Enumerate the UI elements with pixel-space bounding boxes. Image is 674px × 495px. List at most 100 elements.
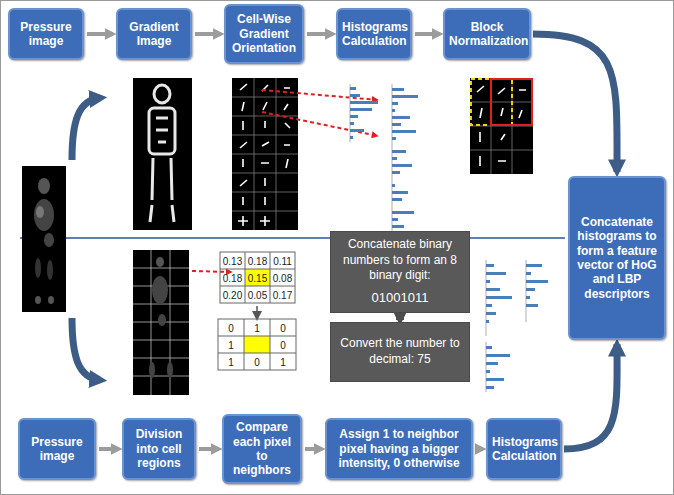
pressure-image [35,296,41,304]
histogram [486,386,494,389]
box-content: Compare each pixel to neighbors [224,417,300,481]
binary-table [218,319,296,370]
pressure-image [22,166,66,312]
box-text: Block Normalization [449,20,525,49]
intensity-table [220,252,295,303]
box-content: Gradient Image [118,17,190,52]
flow-arrow [476,447,483,451]
flow-arrow [195,32,221,36]
flow-arrow [199,447,219,451]
histogram [392,109,395,112]
box-content: Histograms Calculation [338,17,410,52]
histogram [486,378,504,381]
cell-regions-image [133,250,189,395]
process-box: Pressure image [18,418,96,480]
box-text: Histograms Calculation [492,435,556,464]
histogram [486,280,490,283]
table-cell-value: 0.05 [248,289,267,300]
step-note-box: Concatenate binary numbers to form an 8 … [330,231,470,313]
cell-orientation-grid [232,97,298,211]
flow-arrow [415,32,440,36]
cell-orientation-grid [238,216,270,226]
process-box: Pressure image [8,8,84,60]
block-normalization-grid [470,78,533,174]
cell-regions-image [149,362,155,378]
table-cell-value: 1 [254,322,260,333]
block-normalization-grid [470,78,533,174]
table-cell-value: 0.18 [248,255,267,266]
pressure-image [44,233,54,247]
histogram [486,264,494,267]
box-text: 01001011 [335,290,465,307]
box-content: Concatenate histograms to form a feature… [570,212,664,304]
leader-arrow [262,90,378,100]
histogram [392,123,401,126]
histogram [392,137,396,140]
cell-regions-image [133,250,189,395]
table-cell-value: 0.11 [273,255,292,266]
flow-arrow [307,32,333,36]
table-cell-value: 0 [254,356,260,367]
gradient-image [150,205,174,222]
flow-arrow [564,344,617,449]
box-text: Concatenate binary numbers to form an 8 … [335,237,465,284]
box-text: Cell-Wise Gradient Orientation [230,12,298,55]
pressure-image [48,296,54,304]
cell-orientation-grid [243,121,290,130]
pressure-image [38,178,50,194]
histogram [392,88,404,91]
flow-arrow [396,315,404,320]
process-box: Histograms Calculation [336,8,412,60]
box-content: Pressure image [10,17,82,52]
intensity-table [220,252,295,303]
histogram [392,157,397,160]
cell-orientation-grid [240,178,265,186]
histogram [526,288,535,291]
gradient-image [149,108,175,154]
histogram [486,288,500,291]
histogram [526,296,530,299]
histogram [486,346,492,349]
histogram [392,211,414,214]
leader-arrow [262,112,378,136]
block-normalization-grid [491,79,532,125]
intensity-table [245,269,270,286]
histogram [526,272,531,275]
histogram [392,225,404,228]
table-cell-value: 0 [228,322,234,333]
histogram [526,280,548,283]
cell-regions-image [156,257,164,267]
flow-arrow [305,447,322,451]
table-cell-value: 1 [228,339,234,350]
cell-orientation-grid [232,78,298,230]
histogram [392,164,412,167]
table-cell-value: 0 [280,339,286,350]
box-text: Concatenate histograms to form a feature… [574,215,660,301]
process-box: Division into cell regions [122,418,196,480]
box-content: Convert the number to decimal: 75 [331,333,469,370]
binary-table [218,319,296,370]
box-text: Histograms Calculation [342,20,406,49]
table-cell-value: 0.20 [223,289,242,300]
process-box: Compare each pixel to neighbors [222,414,302,484]
binary-table [244,336,270,353]
process-box: Assign 1 to neighbor pixel having a bigg… [325,418,473,480]
binary-table [218,319,296,370]
intensity-table [220,252,295,303]
histogram [350,108,372,111]
box-content: Histograms Calculation [488,432,560,467]
box-content: Division into cell regions [124,424,194,473]
table-cell-value: 1 [280,356,286,367]
histogram [526,264,542,267]
histogram [486,272,506,275]
table-cell-value: 0.17 [273,289,292,300]
box-content: Pressure image [20,432,94,467]
box-text: Division into cell regions [128,427,190,470]
block-normalization-grid [470,78,533,174]
process-box: Gradient Image [116,8,192,60]
histogram [526,304,538,307]
flow-arrow [72,98,100,160]
cell-regions-image [152,276,168,304]
